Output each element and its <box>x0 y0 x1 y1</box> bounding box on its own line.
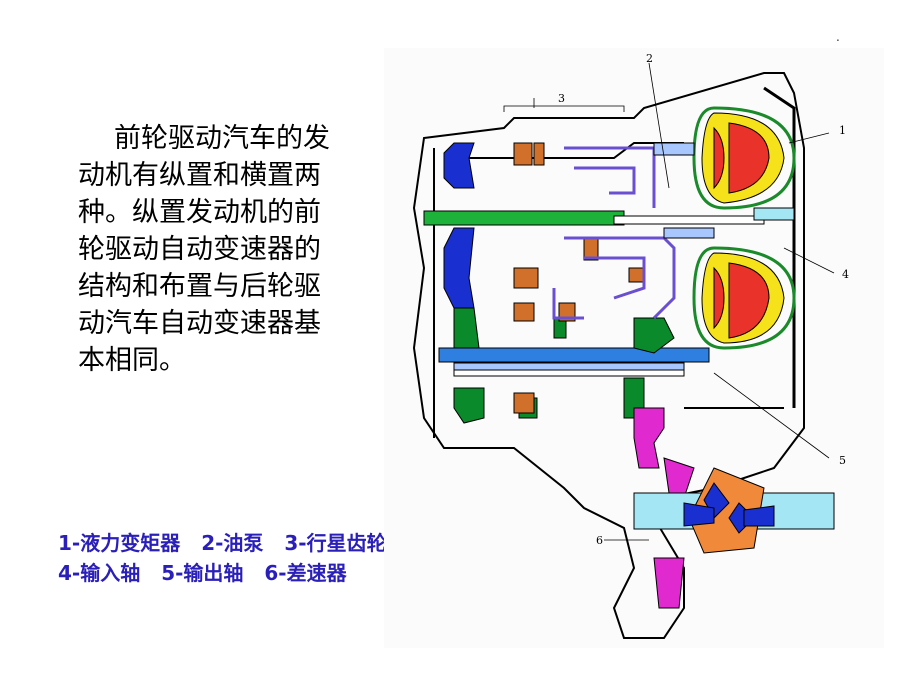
component-legend: 1-液力变矩器 2-油泵 3-行星齿轮机构 4-输入轴 5-输出轴 6-差速器 <box>58 528 441 588</box>
body-line: 动机有纵置和横置两 <box>78 160 321 191</box>
clutch-packs <box>513 142 644 414</box>
transmission-cutaway-diagram: 2 3 1 4 5 6 <box>384 48 884 648</box>
output-drive-gear <box>633 407 695 609</box>
body-paragraph: 前轮驱动汽车的发 动机有纵置和横置两 种。纵置发动机的前 轮驱动自动变速器的 结… <box>78 120 368 379</box>
left-blue-gear <box>443 142 475 309</box>
oil-pump <box>653 142 715 239</box>
legend-item-differential: 6-差速器 <box>264 561 347 585</box>
output-shaft <box>438 347 710 377</box>
legend-item-oil-pump: 2-油泵 <box>201 531 264 555</box>
callout-4: 4 <box>842 268 849 281</box>
legend-item-input-shaft: 4-输入轴 <box>58 561 141 585</box>
input-shaft <box>423 207 795 226</box>
callout-6: 6 <box>596 534 603 547</box>
body-line: 本相同。 <box>78 345 186 376</box>
torque-converter <box>692 106 796 350</box>
body-line: 动汽车自动变速器基 <box>78 308 321 339</box>
differential-assembly <box>633 467 835 554</box>
body-line: 结构和布置与后轮驱 <box>78 271 321 302</box>
body-line: 种。纵置发动机的前 <box>78 197 321 228</box>
callout-leaders <box>503 62 835 541</box>
body-line: 轮驱动自动变速器的 <box>78 234 321 265</box>
legend-item-output-shaft: 5-输出轴 <box>161 561 244 585</box>
body-line: 前轮驱动汽车的发 <box>114 123 330 154</box>
callout-2: 2 <box>646 52 653 65</box>
legend-row-2: 4-输入轴 5-输出轴 6-差速器 <box>58 558 441 588</box>
corner-mark: . <box>836 30 840 44</box>
callout-3: 3 <box>558 92 565 105</box>
callout-1: 1 <box>839 124 846 137</box>
legend-item-torque-converter: 1-液力变矩器 <box>58 531 181 555</box>
callout-5: 5 <box>839 454 846 467</box>
